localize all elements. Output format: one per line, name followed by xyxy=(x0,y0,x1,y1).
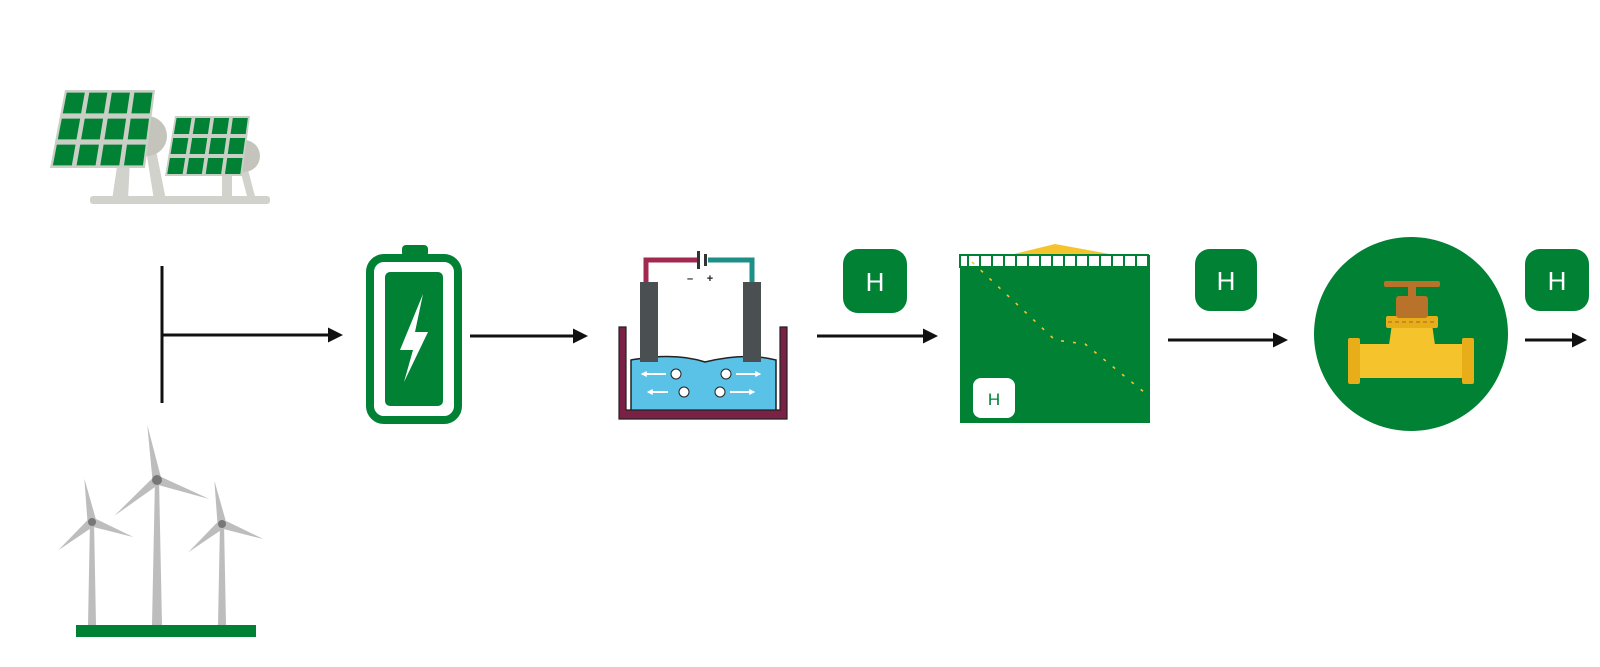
hydrogen-badge: H xyxy=(1195,249,1257,311)
plus-terminal-label: + xyxy=(707,273,713,285)
tank-hydrogen-label: H xyxy=(988,390,1000,409)
solar-cell xyxy=(170,138,189,154)
solar-cell xyxy=(108,92,130,114)
solar-cell xyxy=(173,118,192,134)
turbine-blade xyxy=(220,519,264,540)
turbine-blades xyxy=(58,424,264,553)
hydrogen-badge: H xyxy=(1525,249,1589,311)
solar-cell xyxy=(62,92,85,114)
hydrogen-badge-label: H xyxy=(866,267,885,297)
turbine-blade xyxy=(147,424,162,481)
solar-cell xyxy=(211,118,230,134)
solar-cell xyxy=(208,138,227,154)
solar-cell xyxy=(189,138,208,154)
hydrogen-badge-label: H xyxy=(1217,266,1236,296)
tank-railing xyxy=(967,256,1137,266)
electrolyzer-icon: – + xyxy=(618,251,788,420)
hydrogen-badge-label: H xyxy=(1548,266,1567,296)
solar-cell xyxy=(81,118,104,140)
solar-cell xyxy=(192,118,211,134)
turbine-blade xyxy=(188,520,225,553)
solar-cell xyxy=(131,92,153,114)
solar-cell xyxy=(76,144,99,166)
solar-cell xyxy=(230,118,248,134)
solar-cell xyxy=(227,138,246,154)
solar-cell xyxy=(104,118,127,140)
solar-cell xyxy=(224,158,243,174)
hydrogen-storage-tank-icon: H xyxy=(959,244,1151,423)
solar-cell xyxy=(57,118,81,140)
solar-cell xyxy=(167,158,186,174)
solar-cells xyxy=(52,92,248,174)
turbine-blade xyxy=(84,478,97,523)
solar-cell xyxy=(123,144,146,166)
wind-turbines-icon xyxy=(58,424,264,637)
solar-cell xyxy=(186,158,205,174)
solar-cell xyxy=(127,118,150,140)
turbine-blade xyxy=(58,518,95,551)
turbine-blade xyxy=(114,476,160,516)
source-merge-connector xyxy=(160,266,343,403)
battery-icon xyxy=(366,245,462,424)
solar-panels-icon xyxy=(50,90,270,204)
pipeline-valve-icon xyxy=(1314,237,1508,431)
turbine-blade xyxy=(214,480,227,525)
turbine-blade xyxy=(90,517,134,538)
solar-cell xyxy=(205,158,224,174)
turbine-blade xyxy=(155,475,210,500)
hydrogen-badge: H xyxy=(843,249,907,313)
solar-cell xyxy=(100,144,123,166)
minus-terminal-label: – xyxy=(687,273,693,285)
solar-cell xyxy=(85,92,108,114)
solar-cell xyxy=(52,144,76,166)
